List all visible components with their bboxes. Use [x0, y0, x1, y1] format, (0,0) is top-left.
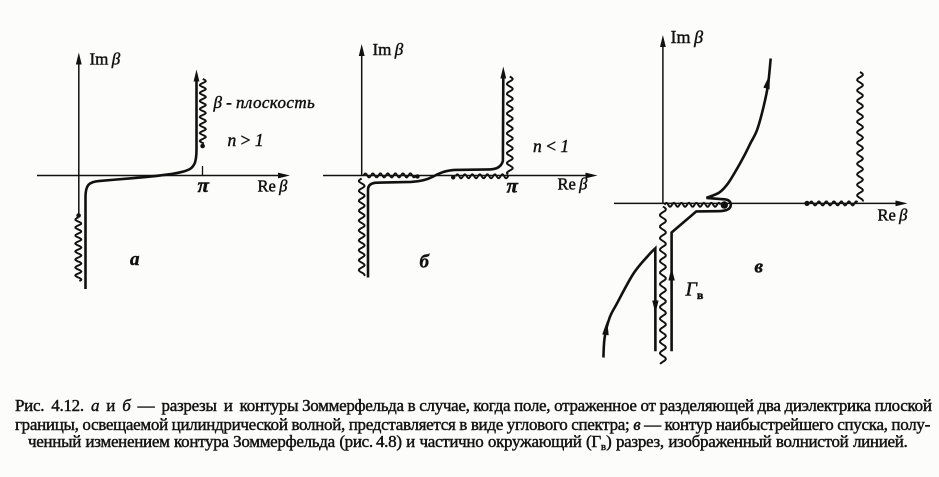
- svg-text:а: а: [130, 249, 140, 270]
- svg-text:β - плоскость: β - плоскость: [213, 93, 316, 112]
- svg-text:б: б: [420, 252, 431, 273]
- svg-text:π: π: [507, 174, 519, 198]
- svg-text:n < 1: n < 1: [533, 136, 569, 156]
- svg-text:Im β: Im β: [90, 50, 121, 69]
- svg-text:n > 1: n > 1: [228, 130, 264, 150]
- svg-text:в: в: [755, 257, 764, 278]
- svg-text:Im β: Im β: [373, 40, 404, 59]
- svg-text:Γв: Γв: [685, 279, 704, 303]
- svg-text:Re β: Re β: [258, 177, 289, 196]
- svg-text:Im β: Im β: [671, 27, 704, 47]
- svg-text:π: π: [198, 173, 210, 197]
- svg-text:Re β: Re β: [558, 175, 589, 194]
- svg-text:Re β: Re β: [878, 206, 909, 225]
